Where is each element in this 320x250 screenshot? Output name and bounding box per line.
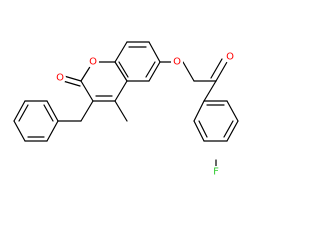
atom-labels: O O O O F — [54, 51, 236, 178]
ketone-group — [193, 58, 228, 102]
lactone-carbonyl — [62, 75, 82, 87]
methylene-bridge — [57, 100, 94, 122]
atom-label-ether-oxygen: O — [173, 57, 181, 68]
pyranone-ring — [80, 61, 128, 102]
molecule-diagram: O O O O F — [13, 41, 239, 178]
benzo-ring — [114, 41, 161, 82]
atom-label-ring-oxygen: O — [89, 57, 97, 68]
atom-label-fluorine: F — [213, 167, 219, 178]
fluorophenyl-ring — [193, 80, 239, 142]
ether-linker — [159, 61, 195, 82]
structure-canvas: O O O O F — [13, 41, 239, 178]
methyl-group — [114, 100, 128, 122]
atom-label-carbonyl-oxygen: O — [56, 73, 64, 84]
benzyl-phenyl-ring — [13, 100, 59, 142]
atom-label-ketone-oxygen: O — [226, 52, 234, 63]
